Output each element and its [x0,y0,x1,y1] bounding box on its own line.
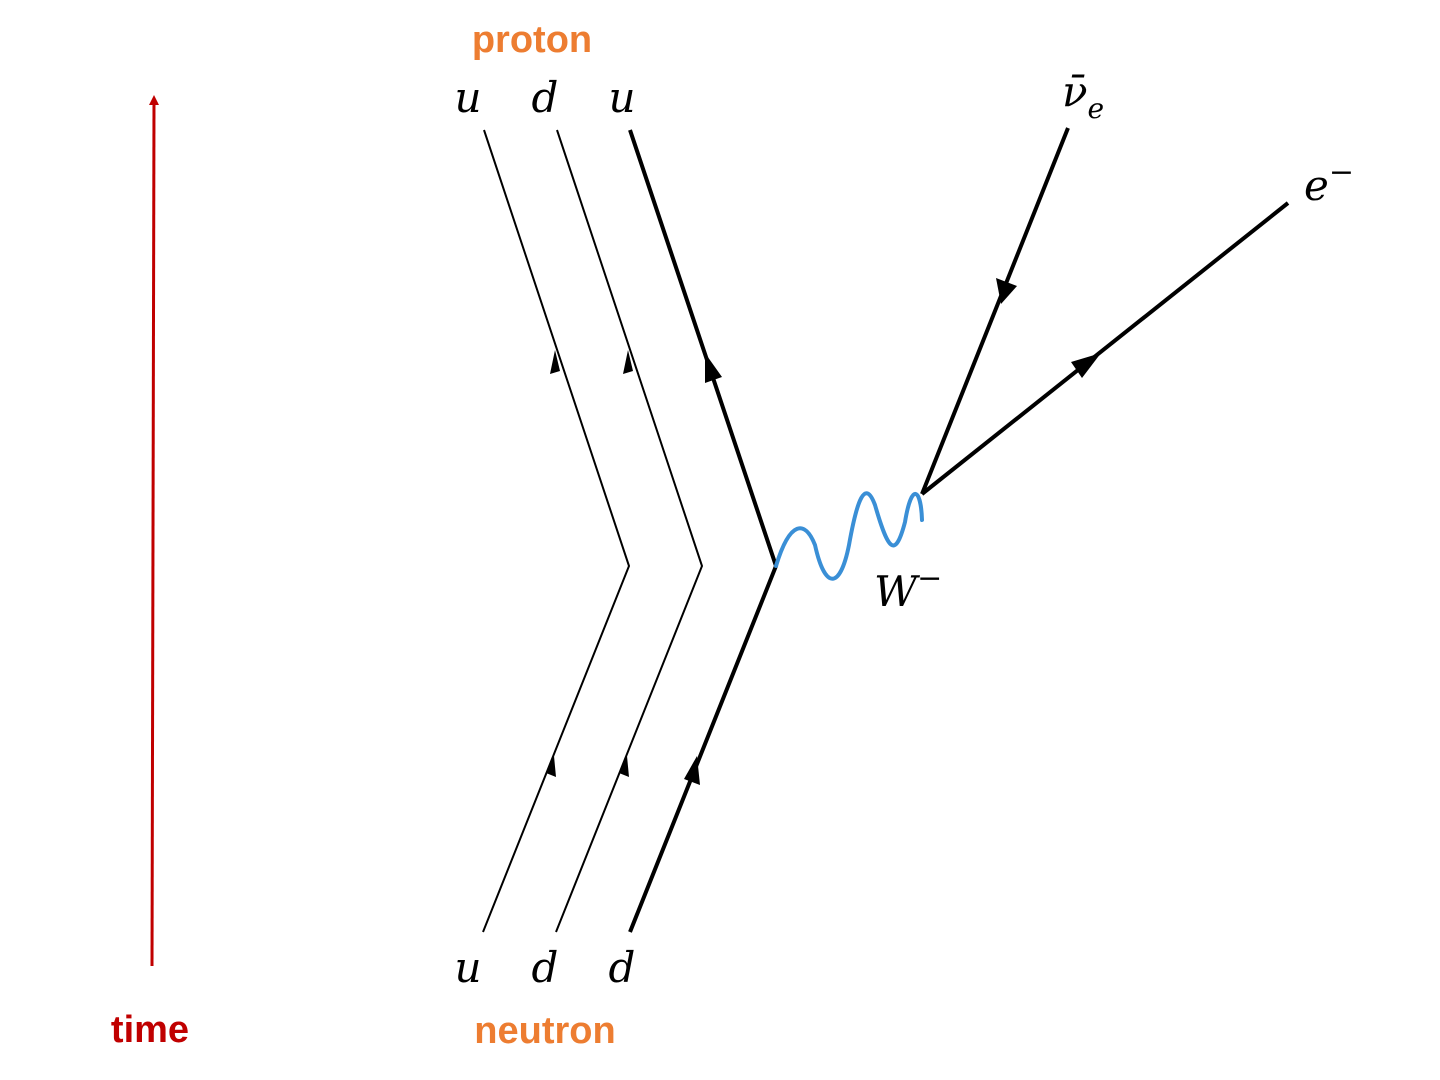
time-label: time [111,1009,189,1051]
antineutrino-line [920,127,1070,495]
electron-charge: − [1329,155,1354,190]
arrow-icon [619,756,629,777]
neutron-quark-d-2: d [609,943,636,992]
arrow-icon [996,278,1017,304]
arrow-icon [550,350,560,374]
time-axis [148,95,159,967]
arrow-icon [705,353,722,383]
w-boson-label: W− [874,561,942,616]
proton-label: proton [472,19,592,61]
quark-line-d-spectator [555,129,704,933]
arrow-icon [684,756,700,785]
w-boson-line [774,491,924,581]
quark-line-d-to-u [628,129,779,933]
proton-quark-d: d [532,73,559,122]
arrow-icon [1071,353,1101,378]
neutron-label: neutron [474,1010,615,1052]
w-boson-charge: − [917,561,942,596]
proton-quark-u-1: u [454,73,481,122]
arrow-icon [546,756,556,777]
arrow-icon [623,350,633,374]
antineutrino-label: ν̄e [1062,67,1104,125]
neutron-quark-u: u [454,943,481,992]
neutron-quark-d-1: d [532,943,559,992]
antineutrino-subscript: e [1088,92,1105,125]
proton-quark-u-2: u [608,73,635,122]
electron-label: e− [1304,155,1354,210]
electron-line [920,201,1290,496]
quark-line-u-spectator [482,129,631,933]
